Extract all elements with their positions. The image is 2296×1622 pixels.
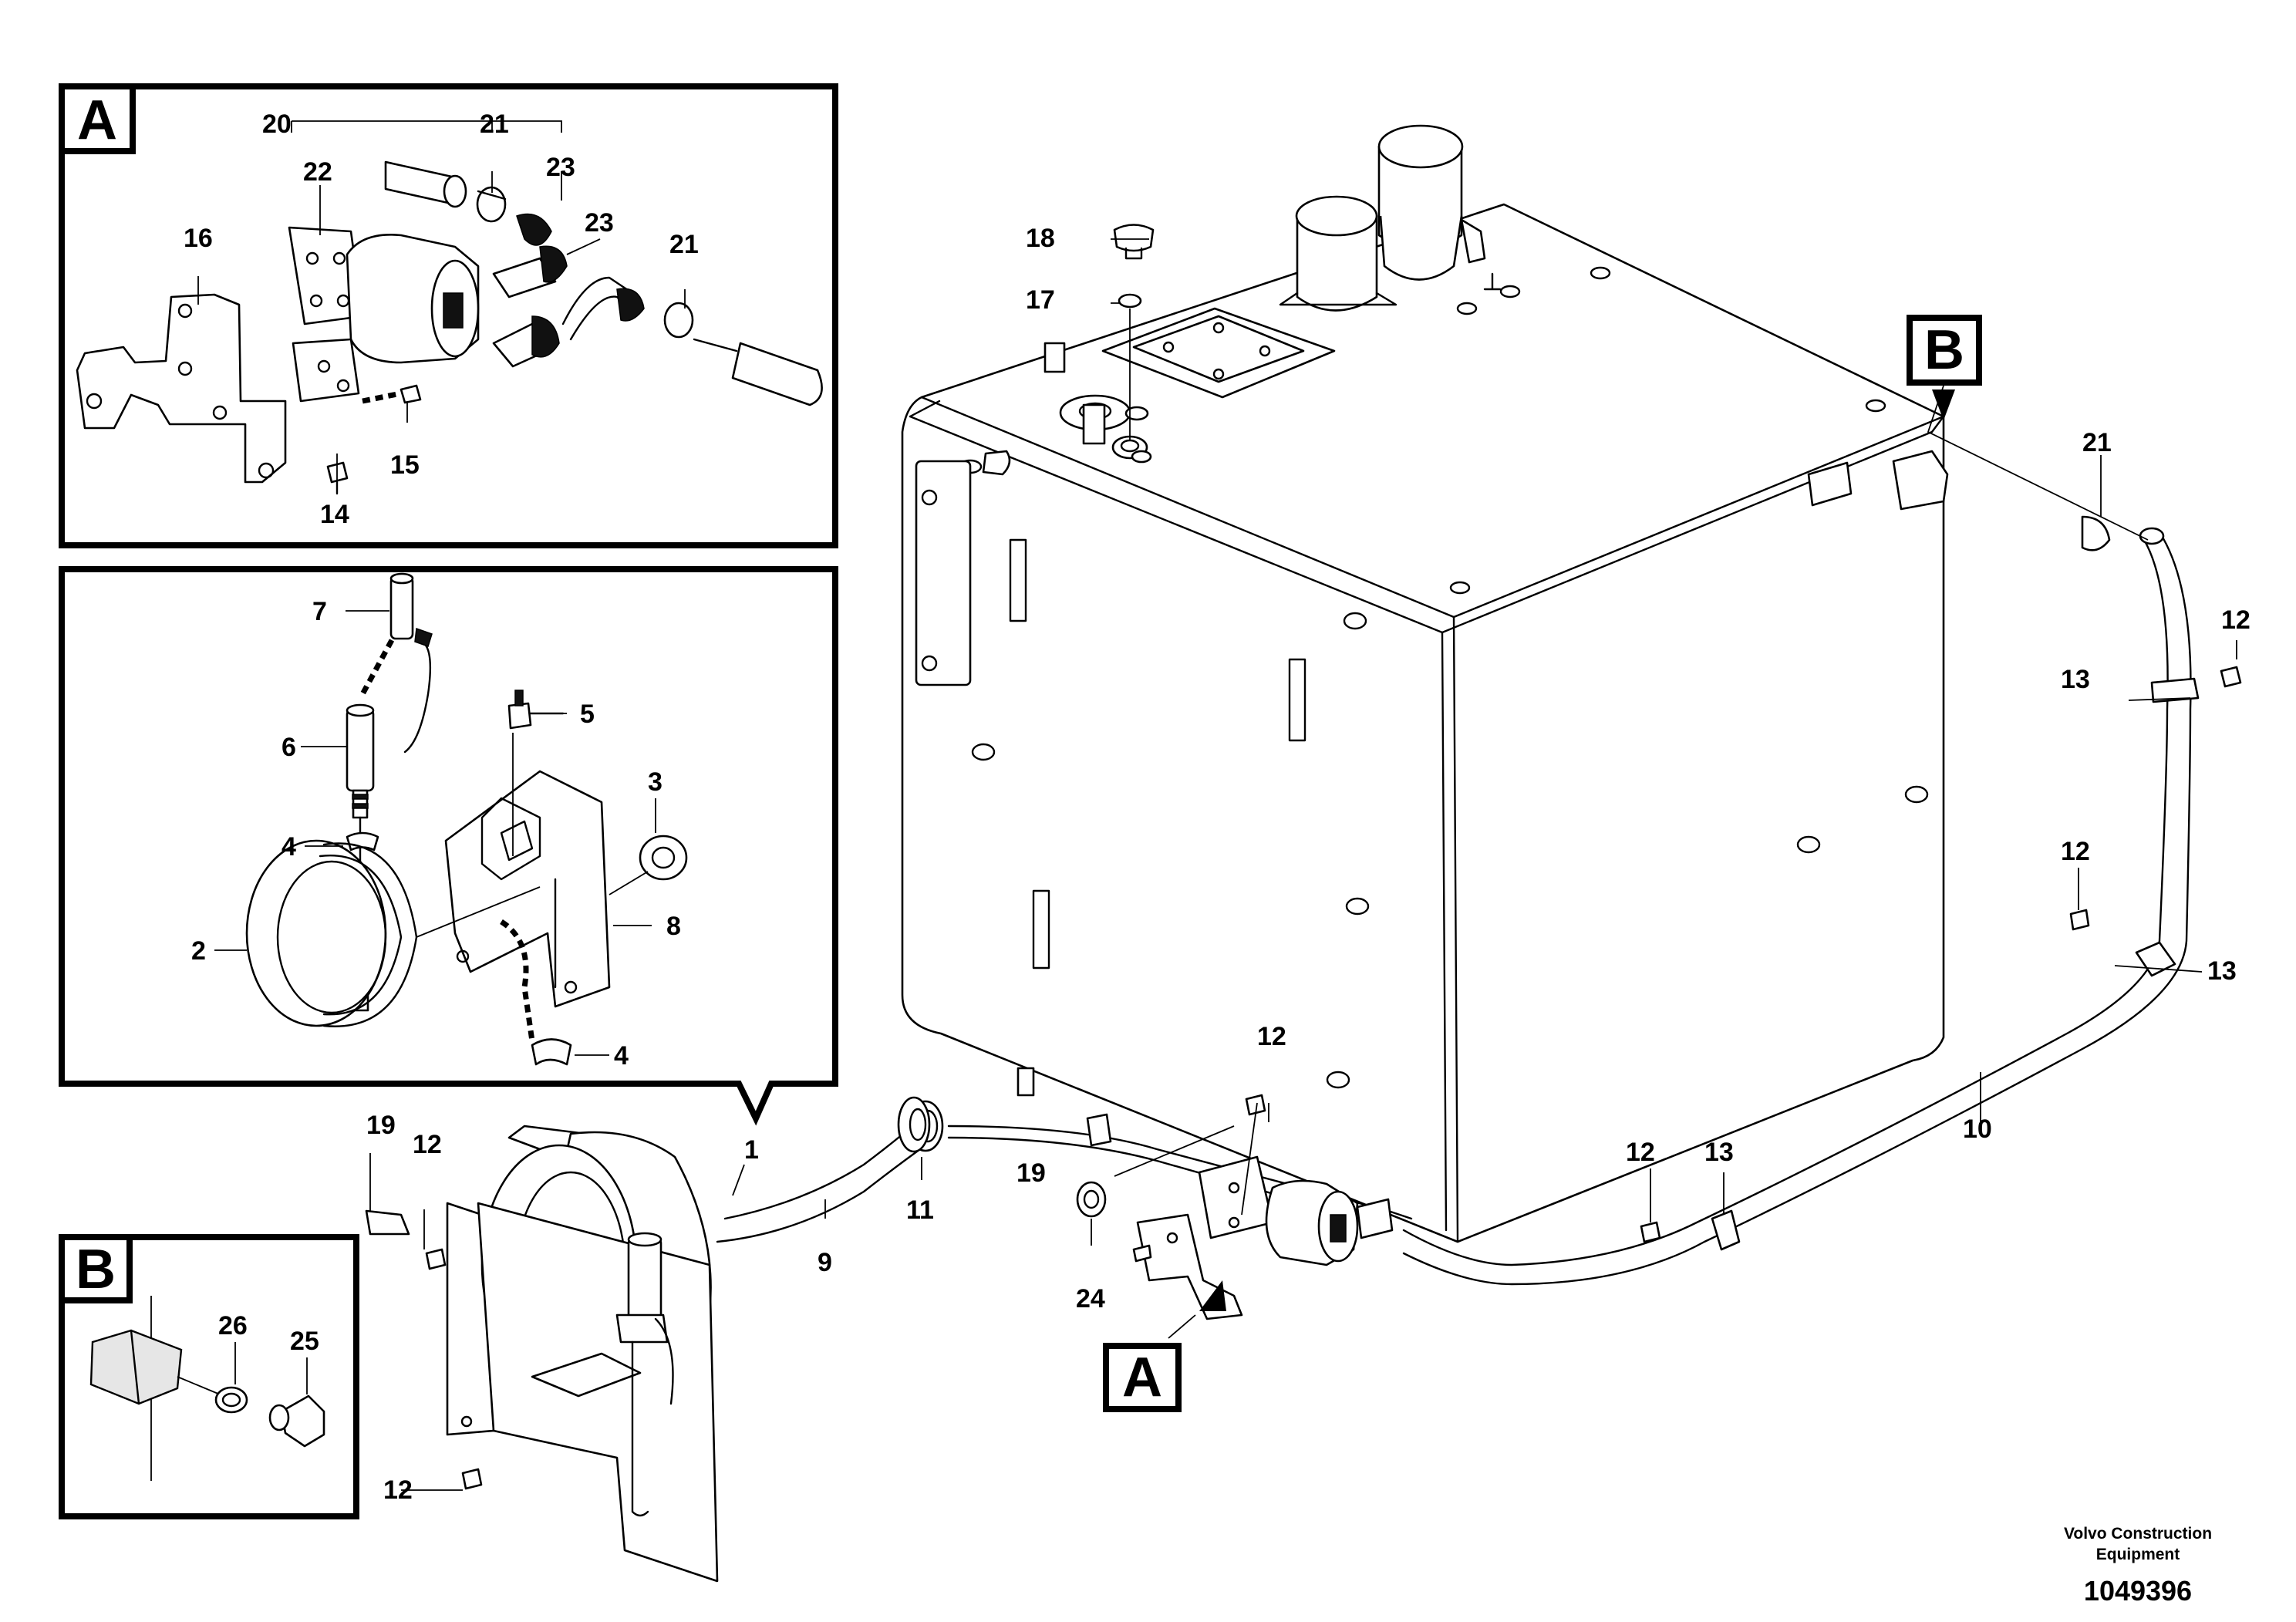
detail-heater-panel: 7 6 4 2 5 3 8 4: [59, 566, 838, 1126]
callout-5: 5: [580, 700, 595, 729]
oring-part-17: [1118, 293, 1142, 309]
callout-14: 14: [320, 500, 349, 529]
sensor-block-b: [89, 1329, 183, 1405]
oring-part-26: [214, 1386, 248, 1414]
heater-bracket-part-8: [416, 733, 611, 1008]
callout-21-a: 21: [480, 110, 509, 139]
callout-18: 18: [1026, 224, 1055, 253]
bolt-part-12-top: [2220, 666, 2242, 688]
bolt-part-12-heater-bottom: [461, 1468, 483, 1490]
hose-part-10: [1402, 515, 2200, 1286]
callout-19-a: 19: [366, 1111, 396, 1140]
clamp-part-4-bottom: [531, 1038, 572, 1066]
callout-6: 6: [282, 733, 296, 762]
bolt-part-12-tank: [1245, 1094, 1266, 1116]
bolt-part-12-right: [2069, 909, 2090, 931]
callout-11: 11: [906, 1195, 934, 1225]
plug-part-18: [1113, 224, 1155, 260]
callout-8: 8: [666, 912, 681, 941]
callout-21-c: 21: [2082, 428, 2112, 457]
callout-19-b: 19: [1017, 1158, 1046, 1188]
callout-13-c: 13: [2061, 665, 2090, 694]
heater-ring-part-2: [245, 839, 418, 1027]
hose-fittings-detail-a: [326, 160, 823, 495]
callout-20: 20: [262, 110, 292, 139]
callout-4-a: 4: [282, 832, 296, 862]
callout-22: 22: [303, 157, 332, 187]
cable-lower: [500, 919, 535, 1042]
grommet-part-11: [897, 1096, 931, 1153]
return-line: [947, 1125, 1413, 1228]
callout-12-a: 12: [1257, 1022, 1286, 1051]
callout-15: 15: [390, 450, 420, 480]
switch-part-5: [507, 690, 565, 730]
bolt-part-12-heater-top: [425, 1248, 447, 1270]
company-name-line1: Volvo Construction: [2064, 1525, 2212, 1543]
callout-12-f: 12: [383, 1475, 413, 1505]
clamp-part-19-main: [1086, 1113, 1112, 1147]
detail-b-panel: B 26 25: [59, 1234, 359, 1519]
company-name-line2: Equipment: [2096, 1546, 2180, 1563]
callout-12-d: 12: [2221, 605, 2250, 635]
callout-2: 2: [191, 936, 206, 966]
callout-4-b: 4: [614, 1041, 629, 1071]
callout-13-b: 13: [2207, 956, 2237, 986]
callout-23-a: 23: [546, 153, 575, 182]
marker-a: A: [1122, 1347, 1162, 1408]
washer-part-3: [609, 835, 688, 895]
bracket-part-16: [76, 293, 287, 484]
callout-13-a: 13: [1704, 1138, 1734, 1167]
marker-b: B: [1924, 319, 1964, 381]
callout-12-e: 12: [413, 1130, 442, 1159]
pointer-b: [1932, 389, 1955, 420]
detail-b-label: B: [76, 1239, 116, 1300]
callout-16: 16: [184, 224, 213, 253]
callout-1: 1: [744, 1135, 759, 1165]
callout-17: 17: [1026, 285, 1055, 315]
hydraulic-tank: [901, 124, 1949, 1243]
heater-module-main: [1132, 1155, 1394, 1320]
callout-3: 3: [648, 767, 663, 797]
detail-a-panel: A: [59, 83, 838, 548]
heater-unit-part-22: [288, 226, 480, 403]
callout-24: 24: [1076, 1284, 1105, 1313]
filler-neck: [1377, 124, 1502, 291]
callout-9: 9: [818, 1248, 832, 1277]
callout-7: 7: [312, 597, 327, 626]
clamp-part-19-heater: [365, 1209, 410, 1236]
callout-21-b: 21: [669, 230, 699, 259]
callout-10: 10: [1963, 1114, 1992, 1144]
washer-part-24: [1076, 1181, 1107, 1218]
detail-a-label: A: [77, 89, 117, 151]
plug-part-25: [268, 1394, 325, 1448]
callout-25: 25: [290, 1327, 319, 1356]
pointer-a: [1199, 1280, 1226, 1311]
bolt-part-12-lower: [1640, 1221, 1661, 1243]
drawing-number: 1049396: [2084, 1575, 2192, 1607]
breather-filter: [1279, 195, 1397, 312]
callout-12-c: 12: [2061, 837, 2090, 866]
heater-assembly-part-1: [446, 1125, 719, 1583]
callout-23-b: 23: [585, 208, 614, 238]
callout-12-b: 12: [1626, 1138, 1655, 1167]
callout-26: 26: [218, 1311, 248, 1340]
